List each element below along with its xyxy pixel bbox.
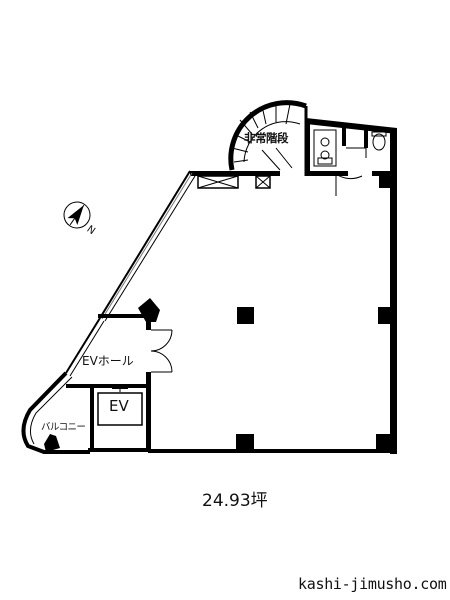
ev-hall-label: EVホール [82,354,134,368]
balcony-outline [21,371,90,454]
emergency-stairs-label: 非常階段 [244,131,289,145]
shafts [197,175,271,189]
exterior-walls [148,118,397,454]
column [376,434,396,453]
ev-hall-door [150,329,173,373]
column [379,176,393,188]
stair-roof-wall [306,118,397,134]
site-watermark: kashi-jimusho.com [298,575,447,593]
columns [138,176,396,453]
column [378,307,396,324]
floor-area-label: 24.93坪 [202,491,268,511]
north-wall [190,171,280,176]
elevator-shaft [97,386,143,426]
column [237,307,254,324]
compass-icon [63,201,91,229]
column [236,434,254,452]
balcony-label: バルコニー [41,422,86,433]
service-block [306,120,387,196]
east-wall [390,128,397,454]
south-window [150,447,376,451]
diagonal-window-wall [65,170,196,377]
ev-hall-walls [66,314,151,452]
elevator-label: EV [109,397,129,415]
